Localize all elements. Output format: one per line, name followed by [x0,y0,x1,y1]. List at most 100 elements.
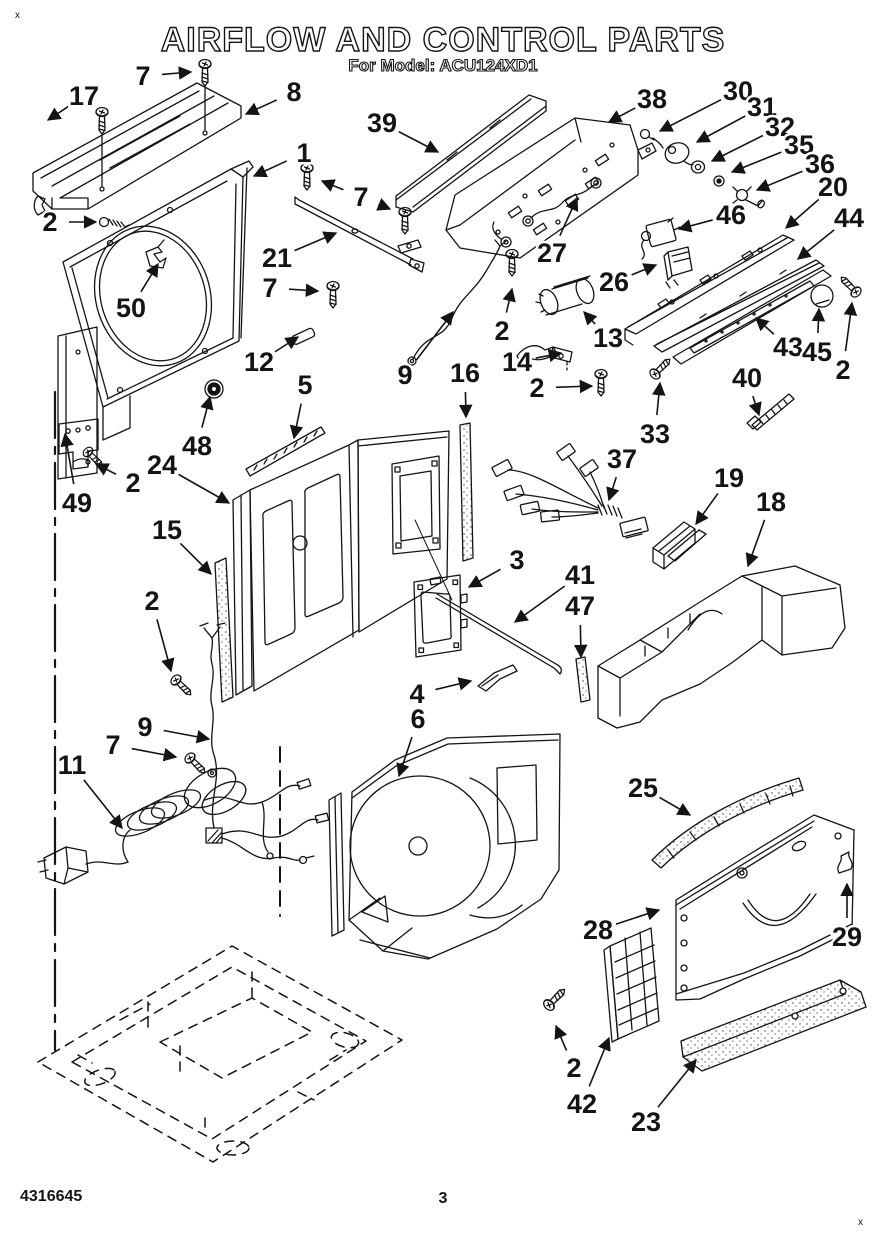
part-control-box-38 [445,117,657,259]
corner-mark-top-left: x [15,10,20,21]
part-panel-24-shape [414,519,453,601]
part-top-cover-8-shape [32,82,242,210]
callout-number-43: 43 [773,332,803,362]
callout-arrow-50 [140,262,159,293]
wire-9-lower-shape [210,637,218,829]
screw-2-controlbox-shape [492,221,502,240]
callout-arrow-38 [607,107,636,123]
part-harness-37-shape [539,509,561,523]
part-power-cord-11-shape [314,812,330,824]
part-cable-tie-40-shape [751,393,795,431]
callout-arrow-27 [559,196,579,237]
screw-7-top-right [198,58,212,136]
part-control-box-38-shape [445,117,582,231]
callout-number-8: 8 [286,77,301,107]
part-strip-47 [575,656,591,703]
part-blower-housing-6-shape [496,764,538,845]
callout-arrow-6 [396,736,413,778]
part-control-bracket-20-shape [657,250,754,309]
callout-number-25: 25 [628,773,658,803]
part-ground-wire-27-shape [590,177,602,189]
part-washer-35-shape [716,178,722,184]
callout-number-2: 2 [144,586,159,616]
part-knob-45-shape [810,296,830,308]
part-panel-24-shape [304,473,344,618]
page-subtitle: For Model: ACU124XD1 [348,56,537,75]
screw-7-cord [182,750,217,778]
callout-arrow-20 [784,198,820,229]
screw-2-grille-shape [540,984,570,1014]
screw-2-cord-shape [168,672,196,700]
callout-arrow-18 [745,519,766,568]
part-power-cord-11-shape [150,789,202,819]
part-panel-24-shape [431,460,438,467]
part-control-panel-44-shape [699,269,787,319]
part-blower-housing-6-shape [328,792,345,937]
part-grommet-strip-5-shape [253,430,318,471]
callout-arrow-36 [755,170,803,192]
callout-arrow-12 [274,336,300,353]
part-escutcheon-43-shape [736,321,740,325]
part-power-cord-11-shape [221,818,319,838]
callout-number-11: 11 [58,750,87,780]
callout-number-9: 9 [137,712,152,742]
screw-7-rail-right-shape [397,239,422,254]
part-bracket-49-shape [85,425,91,431]
part-seal-12 [291,327,316,345]
callout-arrow-7 [161,66,193,80]
part-power-cord-11 [37,767,330,885]
part-seal-12-shape [291,327,316,345]
callout-number-19: 19 [714,463,744,493]
callout-number-9: 9 [397,360,412,390]
callout-number-3: 3 [509,545,524,575]
callout-arrow-26 [631,263,658,276]
part-shaft-36-shape [757,199,765,209]
screw-7-cord-shape [182,750,210,778]
callout-number-44: 44 [834,203,864,233]
screw-2-capbracket [566,361,608,397]
callout-number-6: 6 [410,704,425,734]
part-blower-housing-6-shape [348,733,561,960]
part-clip-17 [33,195,46,216]
part-brace-28-shape [675,814,855,1001]
part-control-bracket-20 [624,234,795,346]
callout-arrow-43 [754,317,775,335]
screw-2-capbracket-shape [594,368,608,397]
part-panel-24-shape [432,537,439,544]
callout-number-20: 20 [818,172,848,202]
callout-arrow-16 [458,391,473,419]
part-bulkhead-1 [57,160,254,480]
screw-7-lower [326,280,340,309]
part-separator-19-shape [667,529,707,562]
part-bulkhead-1-shape [98,230,208,362]
part-rail-39-shape [395,94,547,213]
callout-number-28: 28 [583,915,613,945]
part-control-box-38-shape [495,229,501,235]
part-capacitor-13 [535,275,595,316]
part-grille-42-shape [603,945,619,1043]
part-shaft-36-shape [735,188,749,202]
callout-arrow-2 [555,379,594,394]
callout-number-18: 18 [756,487,786,517]
callout-number-39: 39 [367,108,397,138]
part-ground-wire-27-shape [593,180,599,186]
part-clip-29-shape [837,851,853,874]
part-power-cord-11-shape [207,829,223,844]
part-escutcheon-43-shape [784,294,788,298]
part-duct-18-shape [597,575,837,717]
part-bulkhead-1-shape [116,386,124,394]
part-panel-24-shape [391,455,441,555]
part-harness-37-shape [503,484,525,502]
callout-arrow-14 [535,348,563,363]
part-rail-21-shape [414,263,420,269]
part-brace-28-shape [742,893,817,927]
part-grille-42-shape [609,927,660,1040]
callout-arrow-9 [415,310,454,361]
part-harness-37-shape [597,503,623,519]
callout-number-27: 27 [537,238,567,268]
part-power-cord-11-shape [122,829,131,863]
base-pan-phantom-shape [159,997,313,1079]
base-pan-phantom-shape [77,1049,347,1133]
callout-number-7: 7 [135,61,150,91]
